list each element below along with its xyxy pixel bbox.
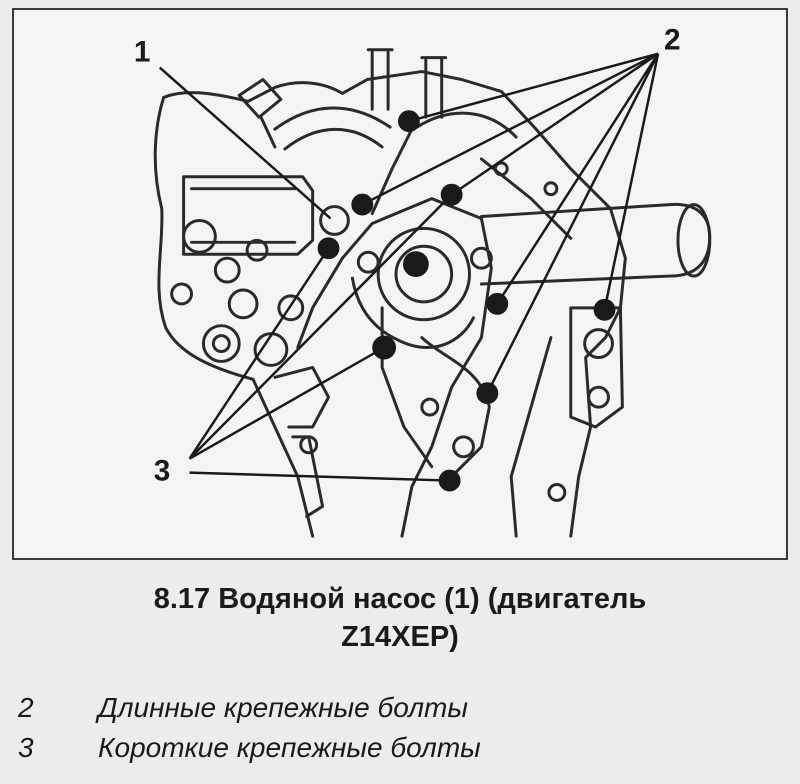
legend-item-long-bolts: 2 Длинные крепежные болты bbox=[18, 692, 468, 724]
engine-block-drawing bbox=[153, 48, 712, 538]
caption-line-1: 8.17 Водяной насос (1) (двигатель bbox=[153, 583, 647, 615]
legend-number: 2 bbox=[18, 692, 34, 723]
bolt-long-1 bbox=[398, 110, 420, 133]
caption-line-2: Z14XEP) bbox=[341, 621, 459, 653]
bolt-long-5 bbox=[593, 298, 616, 321]
bolt-center bbox=[402, 251, 429, 278]
callout-1: 1 bbox=[134, 36, 151, 69]
engine-diagram: 1 2 3 bbox=[12, 8, 788, 560]
legend-text: Короткие крепежные болты bbox=[98, 732, 481, 763]
legend-item-short-bolts: 3 Короткие крепежные болты bbox=[18, 732, 481, 764]
figure-caption: 8.17 Водяной насос (1) (двигатель Z14XEP… bbox=[0, 580, 800, 656]
callout-3: 3 bbox=[154, 455, 171, 488]
bolt-long-4 bbox=[486, 292, 509, 315]
callout-2: 2 bbox=[664, 24, 681, 57]
legend-number: 3 bbox=[18, 732, 34, 763]
leader-lines bbox=[158, 52, 660, 482]
legend-text: Длинные крепежные болты bbox=[98, 692, 468, 723]
